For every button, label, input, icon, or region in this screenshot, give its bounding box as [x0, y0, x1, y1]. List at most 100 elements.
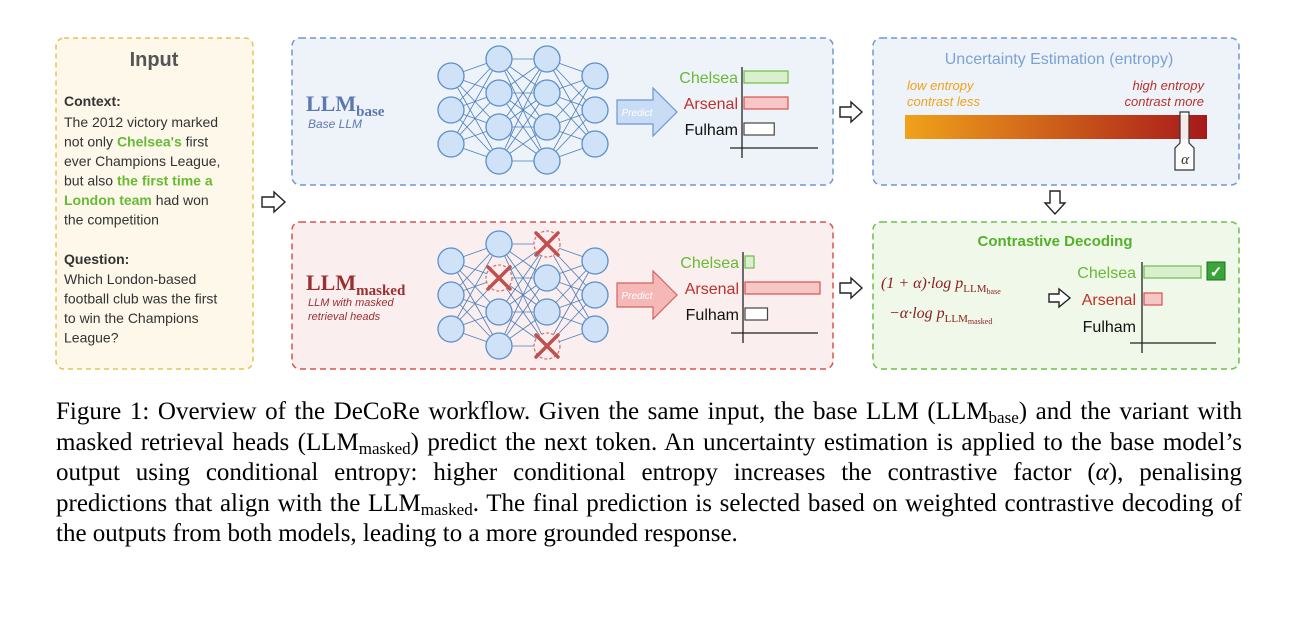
base-llm-subtitle: Base LLM [308, 117, 362, 131]
network-edge [546, 75, 596, 162]
question-line: football club was the first [64, 291, 217, 307]
network-node [533, 113, 561, 141]
network-node [437, 96, 465, 124]
candidate-label: Arsenal [685, 281, 739, 298]
network-edge [498, 243, 548, 347]
network-node [437, 247, 465, 275]
context-line: ever Champions League, [64, 153, 220, 169]
masked-llm-title: LLMmasked [306, 270, 406, 299]
network-node [437, 62, 465, 90]
network-node [485, 230, 513, 258]
figure-caption: Figure 1: Overview of the DeCoRe workflo… [56, 398, 1242, 547]
context-label: Context: [64, 93, 121, 109]
question-text: Which London-based football club was the … [64, 271, 217, 346]
context-line: not only Chelsea's first [64, 134, 208, 150]
context-line: the competition [64, 212, 159, 228]
candidate-bar [743, 122, 775, 136]
arrow-base-to-uncertainty [839, 100, 864, 124]
predict-label: Predict [621, 291, 653, 302]
network-node [581, 315, 609, 343]
base-neural-network-icon [437, 45, 609, 175]
candidate-bar [743, 70, 789, 84]
base-llm-panel: LLMbase Base LLM Predict ChelseaArsenalF… [291, 37, 834, 186]
input-panel: Input Context: The 2012 victory marked no… [55, 37, 254, 370]
network-node [581, 96, 609, 124]
question-label: Question: [64, 251, 129, 267]
context-line: London team had won [64, 192, 209, 208]
masked-llm-subtitle-line2: retrieval heads [308, 311, 381, 323]
network-node [533, 45, 561, 73]
selected-checkbox: ✓ [1206, 261, 1226, 281]
uncertainty-title: Uncertainty Estimation (entropy) [945, 51, 1174, 68]
network-node [533, 79, 561, 107]
alpha-slider-marker: α [1174, 111, 1195, 171]
arrow-masked-to-contrastive [839, 276, 864, 300]
candidate-label: Arsenal [1082, 292, 1136, 309]
workflow-diagram: Input Context: The 2012 victory marked no… [55, 37, 1240, 370]
network-edge [498, 277, 548, 347]
check-icon: ✓ [1210, 264, 1223, 281]
arrow-input-to-models [261, 190, 287, 214]
question-line: League? [64, 330, 119, 346]
network-node [437, 130, 465, 158]
network-node [437, 281, 465, 309]
candidate-label: Chelsea [680, 255, 739, 272]
contrastive-panel: Contrastive Decoding (1 + α)·log pLLMbas… [872, 221, 1240, 370]
mask-cross-icon [534, 333, 560, 359]
high-entropy-line1: high entropy [1132, 78, 1205, 93]
low-entropy-line1: low entropy [907, 78, 975, 93]
network-node [485, 147, 513, 175]
network-node [533, 264, 561, 292]
network-node [485, 45, 513, 73]
candidate-label: Fulham [685, 122, 738, 139]
candidate-label: Chelsea [1077, 265, 1136, 282]
masked-neural-network-icon [437, 230, 609, 360]
contrastive-title: Contrastive Decoding [977, 233, 1132, 250]
alpha-symbol: α [1181, 152, 1190, 168]
context-line: but also the first time a [64, 173, 213, 189]
formula-line2: −α·log pLLMmasked [889, 305, 992, 326]
network-node [485, 332, 513, 360]
network-node [581, 247, 609, 275]
base-predict-arrow: Predict [616, 86, 678, 138]
mask-cross-icon [534, 231, 560, 257]
network-node [533, 298, 561, 326]
candidate-label: Fulham [686, 307, 739, 324]
candidate-bar [743, 96, 789, 110]
network-node [485, 79, 513, 107]
uncertainty-panel: Uncertainty Estimation (entropy) low ent… [872, 37, 1240, 186]
base-llm-title: LLMbase [306, 91, 385, 120]
context-text: The 2012 victory marked not only Chelsea'… [64, 114, 220, 228]
masked-llm-subtitle-line1: LLM with masked [308, 297, 394, 309]
network-node [581, 130, 609, 158]
network-edge [498, 243, 548, 313]
network-edge [450, 58, 500, 145]
network-node [485, 113, 513, 141]
network-node [581, 281, 609, 309]
mask-cross-icon [486, 265, 512, 291]
low-entropy-line2: contrast less [907, 94, 980, 109]
network-edge [498, 58, 548, 128]
arrow-formula-to-chart [1048, 287, 1072, 309]
input-title: Input [130, 49, 179, 71]
entropy-gradient-bar [905, 115, 1207, 139]
network-edge [498, 92, 548, 162]
context-line: The 2012 victory marked [64, 114, 218, 130]
network-node [533, 147, 561, 175]
candidate-bar [744, 281, 821, 295]
candidate-label: Arsenal [684, 96, 738, 113]
question-line: to win the Champions [64, 310, 199, 326]
question-line: Which London-based [64, 271, 196, 287]
candidate-bar [744, 255, 755, 269]
network-edge [498, 58, 548, 162]
candidate-bar [744, 307, 769, 321]
candidate-bar [1143, 292, 1163, 306]
formula-line1: (1 + α)·log pLLMbase [881, 275, 1001, 296]
network-edge [546, 260, 596, 347]
masked-llm-panel: LLMmasked LLM with masked retrieval head… [291, 221, 834, 370]
candidate-label: Fulham [1083, 319, 1136, 336]
network-edge [450, 243, 500, 330]
